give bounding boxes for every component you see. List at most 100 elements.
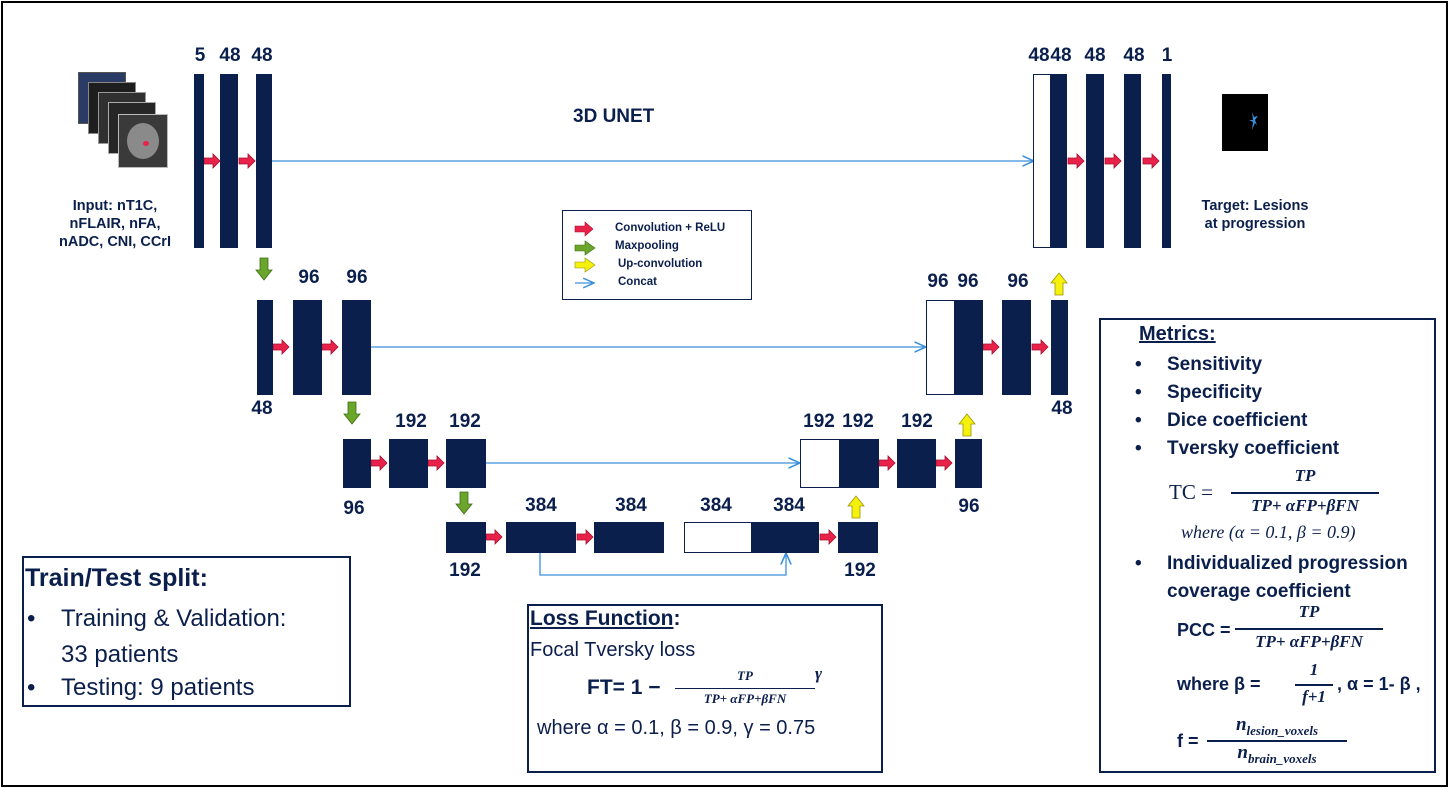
enc1-ch-1: 5 bbox=[194, 45, 206, 66]
maxpool-arrow-1 bbox=[255, 257, 273, 281]
loss-function-box: Loss Function: Focal Tversky loss FT= 1 … bbox=[527, 604, 883, 773]
enc2-ch-below: 48 bbox=[251, 398, 273, 419]
input-label: Input: nT1C, nFLAIR, nFA, nADC, CNI, CCr… bbox=[59, 198, 171, 250]
bottom-block-3 bbox=[594, 522, 664, 553]
conv-arrow-8 bbox=[576, 529, 594, 545]
loss-title: Loss Function: bbox=[530, 607, 681, 630]
dec1-ch-2: 48 bbox=[1050, 45, 1072, 66]
dec2-ch-2: 96 bbox=[957, 271, 979, 292]
enc3-block-2 bbox=[389, 439, 428, 488]
metrics-item-dice: •Dice coefficient bbox=[1135, 410, 1308, 431]
dec3-ch-below: 96 bbox=[958, 496, 980, 517]
conv-arrow-4 bbox=[321, 339, 339, 355]
metrics-item-sensitivity: •Sensitivity bbox=[1135, 354, 1263, 375]
conv-arrow-5 bbox=[370, 455, 388, 471]
dec2-ch-3: 96 bbox=[1007, 271, 1029, 292]
train-test-split-box: Train/Test split: • Training & Validatio… bbox=[22, 556, 351, 707]
dec1-block-concat-dark bbox=[1050, 74, 1067, 248]
enc1-block-3 bbox=[256, 74, 272, 248]
legend-upconv-arrow bbox=[574, 257, 596, 273]
bottom-block-5 bbox=[838, 522, 878, 553]
tc-formula: TC = TP TP+ αFP+βFN bbox=[1169, 466, 1429, 526]
loss-subtitle: Focal Tversky loss bbox=[530, 639, 696, 661]
conv-arrow-1 bbox=[203, 153, 221, 169]
dec1-ch-4: 48 bbox=[1123, 45, 1145, 66]
conv-arrow-13 bbox=[1031, 339, 1049, 355]
metrics-item-specificity: •Specificity bbox=[1135, 382, 1263, 403]
dec1-block-4 bbox=[1162, 74, 1171, 248]
bottom-block-2 bbox=[506, 522, 576, 553]
legend-maxpool-arrow bbox=[574, 240, 596, 256]
legend-concat-label: Concat bbox=[618, 276, 657, 288]
dec2-block-concat-dark bbox=[954, 300, 983, 395]
dec2-ch-below: 48 bbox=[1051, 398, 1073, 419]
enc3-ch-2: 192 bbox=[449, 411, 481, 432]
conv-arrow-9 bbox=[819, 529, 837, 545]
dec2-ch-1: 96 bbox=[927, 271, 949, 292]
bottom-block-concat-white bbox=[684, 522, 752, 553]
split-title: Train/Test split: bbox=[25, 564, 208, 592]
dec3-ch-3: 192 bbox=[901, 411, 933, 432]
legend: Convolution + ReLU Maxpooling Up-convolu… bbox=[562, 210, 752, 300]
enc3-block-3 bbox=[446, 439, 486, 488]
split-item-2: • Testing: 9 patients bbox=[27, 674, 255, 701]
dec2-block-concat-white bbox=[926, 300, 955, 395]
conv-arrow-11 bbox=[935, 455, 953, 471]
dec1-block-concat-white bbox=[1033, 74, 1051, 248]
loss-formula: FT= 1 − TP TP+ αFP+βFN γ bbox=[587, 664, 823, 706]
concat-line-bottom bbox=[539, 553, 786, 576]
maxpool-arrow-2 bbox=[343, 401, 361, 425]
enc3-ch-1: 192 bbox=[395, 411, 427, 432]
dec1-ch-1: 48 bbox=[1028, 45, 1050, 66]
conv-arrow-2 bbox=[238, 153, 256, 169]
metrics-item-pcc: • Individualized progression coverage co… bbox=[1135, 553, 1408, 602]
bottom-ch-4: 384 bbox=[773, 495, 805, 516]
dec1-block-2 bbox=[1086, 74, 1104, 248]
metrics-title: Metrics: bbox=[1139, 323, 1216, 345]
target-lesion-image bbox=[1222, 94, 1268, 151]
bottom-ch-2: 384 bbox=[615, 495, 647, 516]
tc-where: where (α = 0.1, β = 0.9) bbox=[1181, 522, 1356, 542]
conv-arrow-15 bbox=[1104, 153, 1122, 169]
dec3-block-concat-white bbox=[800, 439, 840, 488]
dec1-ch-3: 48 bbox=[1084, 45, 1106, 66]
legend-conv-label: Convolution + ReLU bbox=[615, 222, 726, 234]
beta-definition: where β = 1 f+1 , α = 1- β , bbox=[1177, 660, 1421, 706]
dec3-block-concat-dark bbox=[839, 439, 879, 488]
bottom-ch-3: 384 bbox=[700, 495, 732, 516]
conv-arrow-3 bbox=[272, 339, 290, 355]
bottom-left-ch-below: 192 bbox=[449, 560, 481, 581]
pcc-formula: PCC = TP TP+ αFP+βFN bbox=[1177, 602, 1427, 662]
enc3-block-1 bbox=[343, 439, 371, 488]
legend-upconv-label: Up-convolution bbox=[618, 258, 703, 270]
dec3-block-3 bbox=[955, 439, 982, 488]
conv-arrow-10 bbox=[878, 455, 896, 471]
bottom-block-1 bbox=[446, 522, 486, 553]
metrics-item-tversky: •Tversky coefficient bbox=[1135, 438, 1340, 459]
upconv-arrow-2 bbox=[958, 413, 976, 437]
enc3-ch-below: 96 bbox=[343, 498, 365, 519]
dec3-block-2 bbox=[897, 439, 936, 488]
enc2-ch-1: 96 bbox=[298, 267, 320, 288]
input-mri-stack bbox=[78, 72, 170, 184]
conv-arrow-6 bbox=[427, 455, 445, 471]
conv-arrow-16 bbox=[1142, 153, 1160, 169]
metrics-box: Metrics: •Sensitivity •Specificity •Dice… bbox=[1099, 318, 1436, 773]
legend-maxpool-label: Maxpooling bbox=[615, 240, 679, 252]
dec1-block-3 bbox=[1124, 74, 1141, 248]
f-definition: f = nlesion_voxels nbrain_voxels bbox=[1177, 714, 1433, 770]
enc1-ch-3: 48 bbox=[251, 45, 273, 66]
legend-conv-arrow bbox=[574, 221, 594, 237]
conv-arrow-12 bbox=[982, 339, 1000, 355]
enc1-ch-2: 48 bbox=[219, 45, 241, 66]
enc2-block-2 bbox=[293, 300, 322, 395]
dec1-ch-5: 1 bbox=[1161, 45, 1173, 66]
bottom-right-ch-below: 192 bbox=[844, 560, 876, 581]
bottom-ch-1: 384 bbox=[525, 495, 557, 516]
dec2-block-3 bbox=[1051, 300, 1068, 395]
loss-where: where α = 0.1, β = 0.9, γ = 0.75 bbox=[537, 717, 816, 739]
upconv-arrow-1 bbox=[847, 495, 865, 519]
split-item-1: • Training & Validation: 33 patients bbox=[27, 605, 287, 668]
